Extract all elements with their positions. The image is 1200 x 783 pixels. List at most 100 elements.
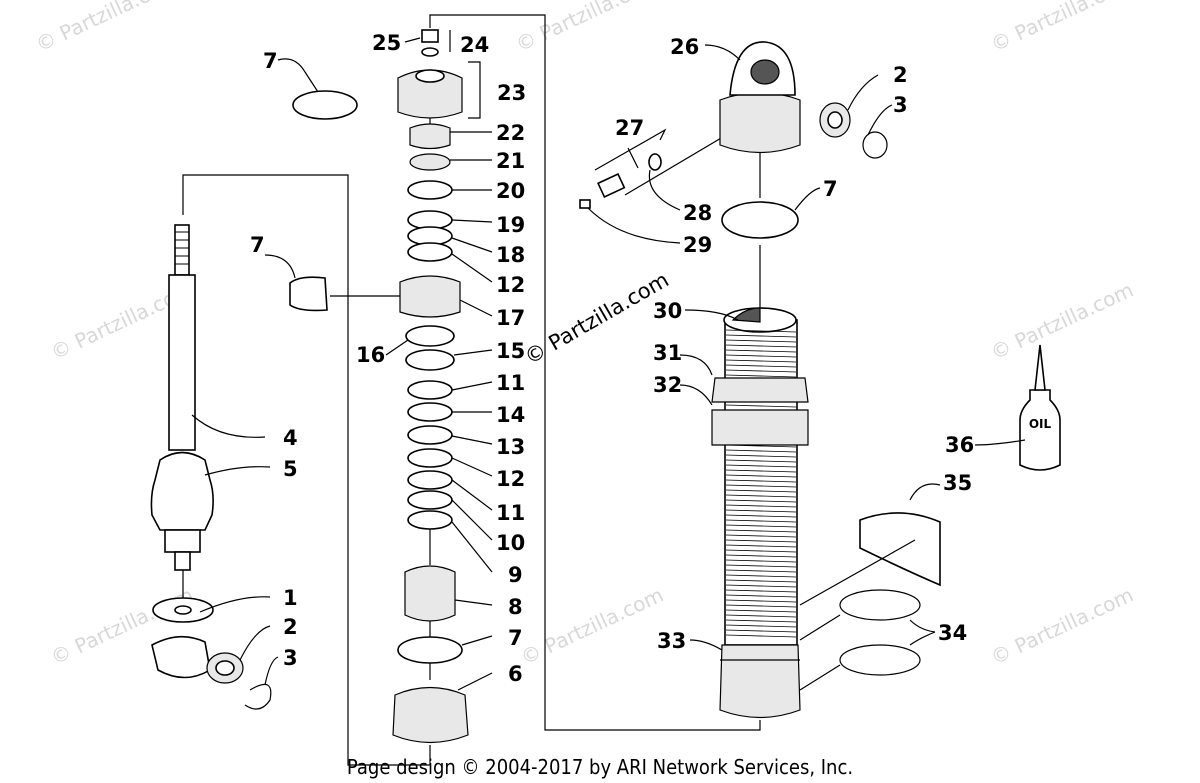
callout-1: 1 [283, 586, 298, 610]
shim-10 [407, 490, 453, 510]
callout-4: 4 [283, 426, 298, 450]
watermark: © Partzilla.com [517, 583, 667, 670]
partzilla-watermark: © Partzilla.com [521, 268, 673, 370]
base-valve [392, 686, 469, 744]
callout-11: 11 [496, 501, 525, 525]
callout-7: 7 [823, 177, 838, 201]
retaining-ring-upper [839, 589, 921, 621]
valve-cap [579, 199, 591, 209]
callout-16: 16 [356, 343, 385, 367]
bushing [409, 123, 451, 150]
valve-stack [289, 29, 469, 744]
callout-2: 2 [893, 63, 908, 87]
watermark: © Partzilla.com [512, 0, 662, 57]
callout-20: 20 [496, 179, 525, 203]
watermark: © Partzilla.com [987, 0, 1137, 57]
copyright-footer: Page design © 2004-2017 by ARI Network S… [347, 755, 853, 779]
spring-nut-lower [711, 409, 809, 446]
seal [409, 153, 451, 171]
callout-30: 30 [653, 299, 682, 323]
callout-5: 5 [283, 457, 298, 481]
callout-8: 8 [508, 595, 523, 619]
oil-bottle [1019, 389, 1061, 471]
callout-13: 13 [496, 435, 525, 459]
callout-14: 14 [496, 403, 525, 427]
callout-32: 32 [653, 373, 682, 397]
callout-36: 36 [945, 433, 974, 457]
o-ring-lower [397, 636, 463, 664]
shim-11b [407, 470, 453, 490]
spacer [404, 565, 456, 622]
body-assembly: OIL [579, 41, 1061, 719]
washer-small [421, 47, 439, 57]
callout-15: 15 [496, 339, 525, 363]
callout-7: 7 [263, 49, 278, 73]
callout-29: 29 [683, 233, 712, 257]
callout-22: 22 [496, 121, 525, 145]
callout-3: 3 [283, 646, 298, 670]
callout-34: 34 [938, 621, 967, 645]
callout-33: 33 [657, 629, 686, 653]
shaft-eyelet [164, 529, 201, 553]
callout-27: 27 [615, 116, 644, 140]
valve-o-ring [648, 153, 662, 171]
body-bottom [719, 644, 801, 719]
callout-18: 18 [496, 243, 525, 267]
callout-31: 31 [653, 341, 682, 365]
callout-7: 7 [250, 233, 265, 257]
callout-9: 9 [508, 563, 523, 587]
snap-ring-right [862, 131, 888, 159]
callout-25: 25 [372, 31, 401, 55]
callout-28: 28 [683, 201, 712, 225]
assembly-lines [182, 14, 761, 766]
shim-12a [407, 242, 453, 262]
callout-11: 11 [496, 371, 525, 395]
shim-11a [407, 380, 453, 400]
o-ring [292, 90, 358, 120]
callout-labels: 7 25 24 23 22 21 20 19 18 12 7 17 16 15 … [250, 31, 974, 686]
snap-ring [244, 683, 272, 710]
shaft-end [174, 551, 191, 571]
shim-13 [407, 425, 453, 445]
callout-6: 6 [508, 662, 523, 686]
reservoir-cap [397, 69, 463, 119]
spacer-bushing [151, 635, 211, 679]
callout-2: 2 [283, 615, 298, 639]
callout-10: 10 [496, 531, 525, 555]
callout-19: 19 [496, 213, 525, 237]
mount-eyelet [719, 91, 801, 154]
bump-stop [150, 451, 214, 531]
shim-14 [407, 402, 453, 422]
shim-9 [407, 510, 453, 530]
shaft-assembly [150, 224, 272, 710]
callout-21: 21 [496, 149, 525, 173]
o-ring-body [721, 201, 799, 239]
callout-24: 24 [460, 33, 489, 57]
band [289, 276, 328, 312]
valve [597, 172, 626, 198]
callout-17: 17 [496, 306, 525, 330]
callout-12: 12 [496, 467, 525, 491]
shock-shaft [168, 274, 196, 451]
shim-20 [407, 180, 453, 200]
callout-26: 26 [670, 35, 699, 59]
callout-12: 12 [496, 273, 525, 297]
watermark: © Partzilla.com [987, 583, 1137, 670]
watermark: © Partzilla.com [987, 278, 1137, 365]
leader-lines [191, 30, 1026, 691]
callout-7: 7 [508, 626, 523, 650]
screw [421, 29, 439, 43]
spring-nut-upper [711, 377, 809, 403]
watermark: © Partzilla.com [32, 0, 182, 57]
shim-16 [405, 325, 455, 347]
callout-23: 23 [497, 81, 526, 105]
shim-12b [407, 448, 453, 468]
shim-15 [405, 349, 455, 371]
callout-3: 3 [893, 93, 908, 117]
oil-label: OIL [1029, 417, 1052, 431]
retaining-ring-lower [839, 644, 921, 676]
piston [399, 275, 461, 318]
callout-35: 35 [943, 471, 972, 495]
